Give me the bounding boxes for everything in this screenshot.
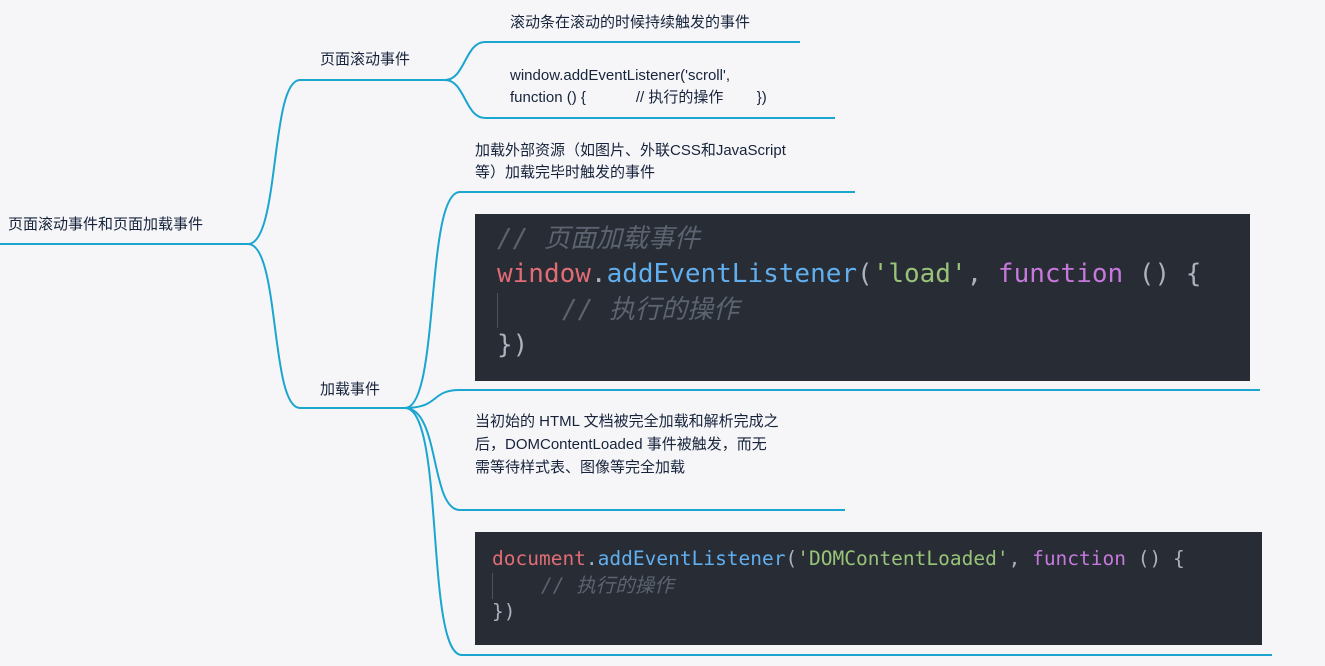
connector-root-scroll [247, 79, 445, 245]
dcl-description-line1[interactable]: 当初始的 HTML 文档被完全加载和解析完成之 [475, 413, 779, 430]
root-node[interactable]: 页面滚动事件和页面加载事件 [8, 216, 204, 233]
dcl-description-line3[interactable]: 需等待样式表、图像等完全加载 [475, 459, 686, 476]
code-rest: () { [1126, 547, 1185, 570]
scroll-code-line2[interactable]: function () { // 执行的操作 }) [510, 89, 767, 106]
code-string: 'load' [872, 259, 967, 290]
load-description-line1[interactable]: 加载外部资源（如图片、外联CSS和JavaScript [475, 142, 786, 159]
scroll-code-line1[interactable]: window.addEventListener('scroll', [510, 67, 731, 84]
dcl-description-line2[interactable]: 后，DOMContentLoaded 事件被触发，而无 [475, 436, 767, 453]
code-keyword: function [997, 259, 1124, 290]
load-description-line2[interactable]: 等）加载完毕时触发的事件 [475, 164, 656, 181]
code-inner-comment: // 执行的操作 [541, 573, 674, 597]
dcl-code-block[interactable]: document.addEventListener('DOMContentLoa… [475, 532, 1262, 645]
code-close: }) [492, 600, 516, 624]
code-comma: , [966, 259, 998, 290]
code-inner-comment: // 执行的操作 [562, 294, 739, 325]
code-dot: . [585, 547, 598, 570]
code-method: addEventListener [597, 547, 786, 570]
connector-scroll-desc [444, 41, 800, 81]
code-comma: , [1008, 547, 1033, 570]
connector-scroll-code [444, 79, 835, 119]
connector-load-code [404, 389, 1260, 409]
code-comment: // 页面加载事件 [497, 224, 700, 254]
code-close: }) [497, 330, 529, 361]
code-dot: . [590, 259, 607, 290]
code-paren: ( [857, 259, 873, 290]
connector-root-load [247, 243, 405, 409]
code-object: document [492, 547, 586, 570]
code-string: 'DOMContentLoaded' [797, 547, 1009, 570]
connector-dcl-code [404, 407, 1272, 656]
code-rest: () { [1123, 259, 1202, 290]
scroll-description[interactable]: 滚动条在滚动的时候持续触发的事件 [510, 14, 751, 31]
load-code-block[interactable]: // 页面加载事件 window.addEventListener('load',… [475, 214, 1250, 381]
connector-load-desc [404, 191, 855, 409]
code-paren: ( [785, 547, 798, 570]
code-keyword: function [1032, 547, 1126, 570]
node-scroll-event[interactable]: 页面滚动事件 [320, 51, 411, 68]
connector-dcl-desc [404, 407, 845, 511]
code-object: window [497, 259, 591, 290]
node-load-event[interactable]: 加载事件 [320, 381, 381, 398]
code-method: addEventListener [606, 259, 858, 290]
